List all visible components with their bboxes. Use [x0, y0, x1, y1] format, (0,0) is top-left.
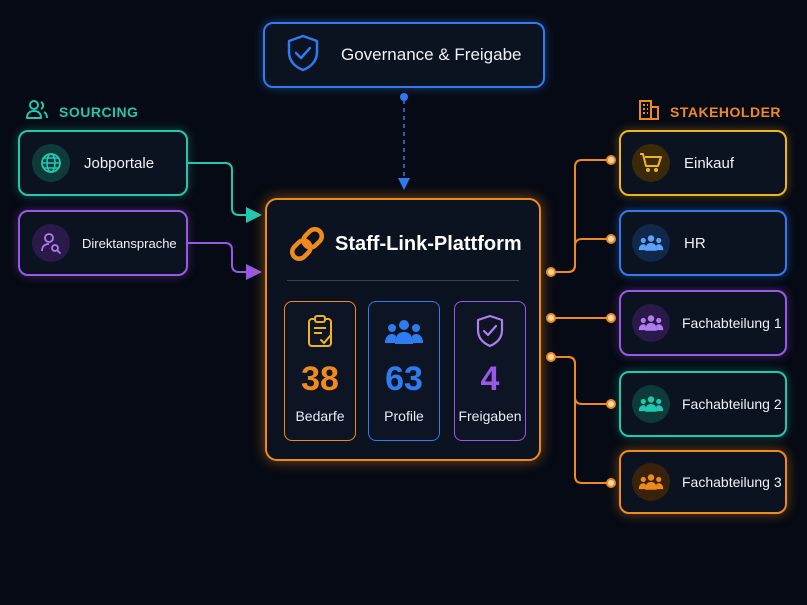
stat-freigaben[interactable]: 4 Freigaben	[454, 301, 526, 441]
source-direktansprache[interactable]: Direktansprache	[18, 210, 188, 276]
sourcing-title: SOURCING	[59, 103, 139, 120]
user-search-icon	[32, 224, 70, 262]
stakeholder-fachabteilung-3-label: Fachabteilung 3	[682, 474, 782, 490]
sourcing-header: SOURCING	[25, 99, 138, 124]
link-icon	[287, 224, 327, 269]
direktansprache-connector	[188, 242, 262, 280]
governance-connector	[398, 93, 410, 190]
stat-freigaben-label: Freigaben	[458, 408, 522, 424]
stakeholder-fachabteilung-1[interactable]: Fachabteilung 1	[619, 290, 787, 356]
source-jobportale-label: Jobportale	[84, 154, 155, 172]
stat-profile[interactable]: 63 Profile	[368, 301, 440, 441]
team-icon	[632, 304, 670, 342]
stakeholder-einkauf-label: Einkauf	[684, 154, 735, 172]
globe-icon	[32, 144, 70, 182]
source-jobportale[interactable]: Jobportale	[18, 130, 188, 196]
governance-box[interactable]: Governance & Freigabe	[263, 22, 545, 88]
stakeholder-fachabteilung-3[interactable]: Fachabteilung 3	[619, 450, 787, 514]
jobportale-connector	[188, 162, 262, 223]
cart-icon	[632, 144, 670, 182]
team-icon	[632, 463, 670, 501]
source-direktansprache-label: Direktansprache	[82, 235, 177, 251]
clipboard-check-icon	[285, 314, 355, 348]
stakeholder-hr[interactable]: HR	[619, 210, 787, 276]
stakeholder-einkauf[interactable]: Einkauf	[619, 130, 787, 196]
stat-profile-value: 63	[385, 360, 423, 398]
stakeholder-fachabteilung-1-label: Fachabteilung 1	[682, 315, 782, 331]
stakeholder-fachabteilung-2-label: Fachabteilung 2	[682, 396, 782, 412]
stat-freigaben-value: 4	[480, 360, 500, 398]
stat-profile-label: Profile	[384, 408, 424, 424]
stakeholder-title: STAKEHOLDER	[670, 103, 782, 120]
shield-check-icon	[285, 33, 321, 78]
team-icon	[632, 224, 670, 262]
building-icon	[638, 99, 660, 124]
users-icon	[25, 99, 49, 124]
governance-label: Governance & Freigabe	[341, 45, 522, 64]
stakeholder-connectors	[551, 159, 611, 484]
staff-link-platform[interactable]: Staff-Link-Plattform 38 Bedarfe	[265, 198, 541, 461]
shield-check-icon	[455, 314, 525, 348]
team-icon	[632, 385, 670, 423]
stakeholder-fachabteilung-2[interactable]: Fachabteilung 2	[619, 371, 787, 437]
stat-bedarfe-label: Bedarfe	[295, 408, 345, 424]
team-icon	[369, 318, 439, 346]
stakeholder-header: STAKEHOLDER	[638, 99, 781, 124]
stat-bedarfe-value: 38	[301, 360, 339, 398]
connector-dots	[546, 155, 616, 488]
platform-title: Staff-Link-Plattform	[335, 233, 522, 255]
stakeholder-hr-label: HR	[684, 234, 706, 252]
stat-bedarfe[interactable]: 38 Bedarfe	[284, 301, 356, 441]
platform-divider	[287, 280, 519, 281]
